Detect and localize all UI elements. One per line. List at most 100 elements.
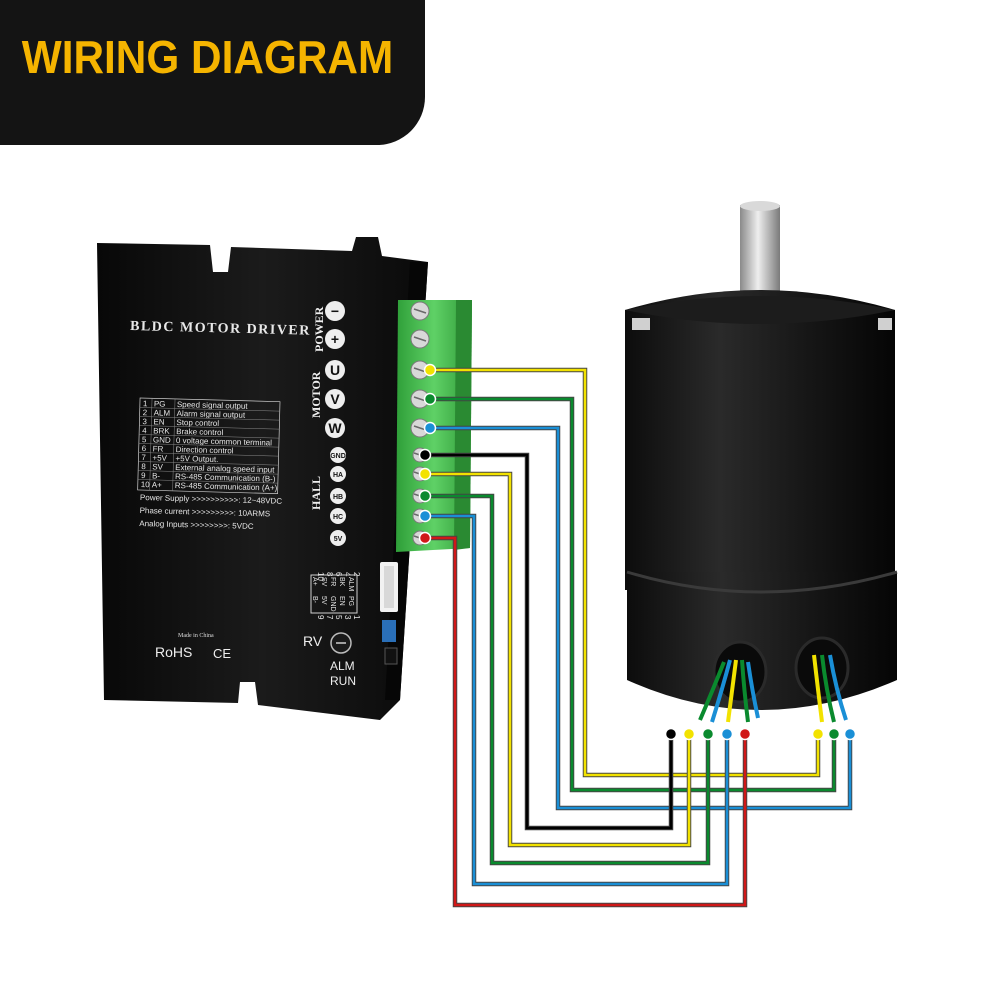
mount-notch-left (632, 318, 650, 330)
connector-signal: A+ (311, 577, 318, 586)
terminal-symbol-label: HB (333, 494, 343, 501)
bldc-motor (625, 201, 898, 723)
motor-lead-dot (738, 727, 752, 741)
connector-pin-number: 9 (316, 615, 325, 620)
terminal-symbol-label: HA (333, 472, 343, 479)
driver-body (97, 237, 428, 720)
connector-pin-number: 10 (316, 572, 325, 581)
terminal-symbol-label: W (328, 420, 342, 436)
terminal-symbol-label: HC (333, 514, 343, 521)
terminal-connection-dot (423, 392, 437, 406)
pin-number: 1 (143, 399, 148, 408)
connector-signal: 5V (320, 596, 327, 605)
connector-signal: PG (347, 596, 354, 606)
pin-code: SV (152, 462, 164, 471)
connector-plug-inner (384, 566, 394, 608)
terminal-symbol-label: − (331, 303, 339, 319)
terminal-connection-dot (418, 448, 432, 462)
wire (430, 426, 852, 810)
rohs-mark: RoHS (155, 644, 192, 660)
terminal-connection-dot (418, 467, 432, 481)
motor-top-face (625, 296, 895, 324)
shaft-tip (740, 201, 780, 211)
connector-label-box (310, 574, 358, 614)
screw-slot (413, 336, 427, 342)
pin-number: 6 (142, 444, 147, 453)
terminal-symbol (330, 508, 346, 524)
spec-power-supply: Power Supply >>>>>>>>>>: 12~48VDC (140, 493, 283, 506)
pin-code: +5V (152, 453, 167, 462)
pin-number: 4 (142, 426, 147, 435)
terminal-symbol-label: 5V (334, 536, 343, 543)
spec-list: Power Supply >>>>>>>>>>: 12~48VDC Phase … (139, 493, 283, 531)
run-label: RUN (330, 674, 356, 688)
hall-label: HALL (309, 476, 323, 510)
wiring (425, 367, 853, 908)
pin-code: ALM (154, 408, 171, 417)
pin-description: Direction control (176, 445, 234, 456)
wire (430, 368, 820, 777)
pin-description: +5V Output. (175, 454, 218, 464)
terminal-connection-dot (423, 421, 437, 435)
wire (425, 472, 691, 847)
pin-description: RS-485 Communication (A+) (175, 481, 278, 493)
wire (425, 494, 710, 865)
wire (425, 453, 673, 830)
connector-pin-number: 7 (325, 615, 334, 620)
motor-leads (698, 654, 848, 723)
motor-shaft (740, 205, 780, 305)
pin-description: 0 voltage common terminal (176, 436, 272, 448)
terminal-symbol-label: V (330, 391, 340, 407)
terminal-symbol (330, 466, 346, 482)
pin-code: FR (153, 444, 164, 453)
pin-code: BRK (153, 426, 170, 435)
pin-code: EN (153, 417, 165, 426)
connector-signal: EN (338, 596, 345, 606)
spec-analog-inputs: Analog Inputs >>>>>>>>: 5VDC (139, 519, 254, 531)
motor-lead-dot (827, 727, 841, 741)
motor-lead-dot (701, 727, 715, 741)
connector-signal: ALM (347, 577, 354, 592)
ce-mark: CE (213, 646, 231, 661)
terminal-symbol (330, 447, 346, 463)
pin-number: 7 (141, 453, 146, 462)
terminal-symbol (325, 389, 345, 409)
wire (425, 536, 747, 907)
terminal-symbol (325, 329, 345, 349)
terminal-symbol (330, 530, 346, 546)
motor-body (625, 290, 895, 590)
connector-signal: FR (329, 577, 336, 586)
pin-description: Stop control (176, 418, 219, 428)
connector-pin-number: 1 (352, 615, 361, 620)
terminal-symbol (330, 488, 346, 504)
pin-code: A+ (152, 480, 163, 489)
dip-switch[interactable] (382, 620, 396, 642)
spec-phase-current: Phase current >>>>>>>>>: 10ARMS (140, 506, 271, 518)
terminal-symbol (325, 418, 345, 438)
terminal-connection-dot (418, 509, 432, 523)
terminal-symbol-label: U (330, 362, 340, 378)
motor-lead-dot (664, 727, 678, 741)
terminal-connection-dot (418, 531, 432, 545)
terminal-symbol-label: + (331, 331, 339, 347)
terminal-connection-dot (423, 363, 437, 377)
wire (425, 514, 729, 886)
pin-number: 2 (143, 408, 148, 417)
rv-label: RV (303, 633, 323, 649)
connector-signal: B- (311, 596, 318, 604)
pin-description: Brake control (176, 427, 224, 437)
motor-label: MOTOR (309, 371, 323, 418)
connection-dots (418, 363, 857, 741)
pin-code: GND (153, 435, 171, 444)
pin-number: 5 (142, 435, 147, 444)
terminal-connection-dot (418, 489, 432, 503)
driver-title: BLDC MOTOR DRIVER (130, 319, 311, 339)
pin-code: PG (154, 399, 166, 408)
pin-description: External analog speed input (175, 463, 275, 475)
terminal-symbol (325, 301, 345, 321)
alm-label: ALM (330, 659, 355, 673)
